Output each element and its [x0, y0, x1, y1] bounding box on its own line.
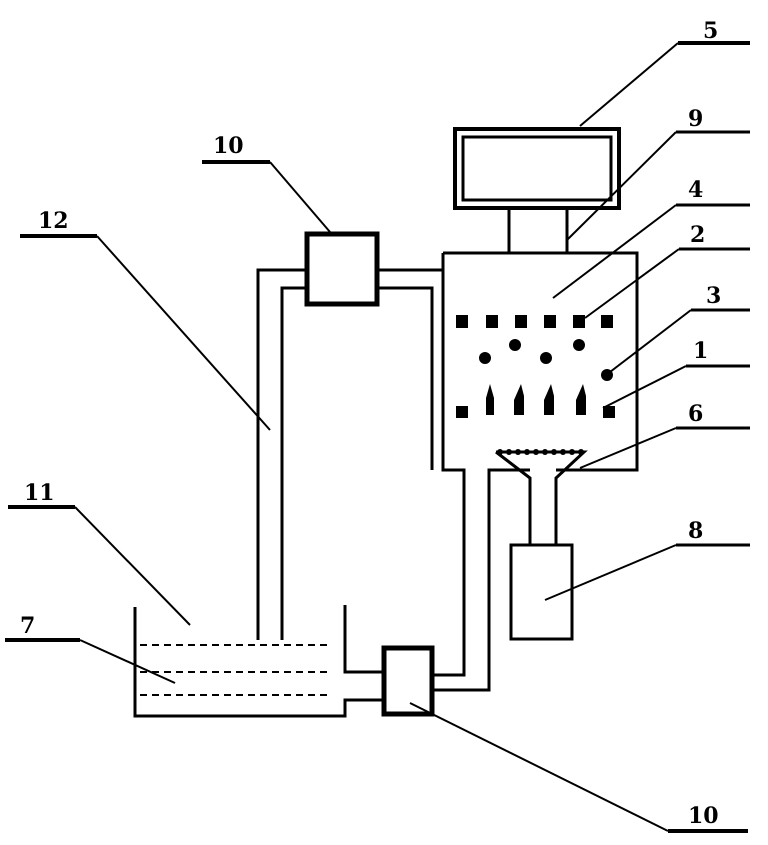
- labels: 5 9 4 2 3 1 6 8 10 12 11 7 10: [20, 18, 721, 829]
- component-3-marker: [479, 352, 491, 364]
- component-1-nozzle: [544, 384, 554, 415]
- component-3-marker: [509, 339, 521, 351]
- label-10-top: 10: [213, 133, 244, 159]
- component-6-funnel: [495, 450, 588, 545]
- label-5: 5: [703, 18, 718, 44]
- component-8-collector: [509, 543, 574, 641]
- component-1-nozzle: [514, 384, 524, 415]
- component-7-reservoir: [133, 605, 384, 718]
- label-3: 3: [706, 283, 721, 309]
- component-4-chamber: [432, 251, 639, 692]
- component-6-dots: [497, 449, 584, 455]
- label-10-bottom: 10: [688, 803, 719, 829]
- component-2-square: [486, 315, 498, 328]
- label-1: 1: [693, 338, 708, 364]
- component-2-square: [515, 315, 527, 328]
- component-9-connector: [507, 208, 569, 253]
- component-3-marker: [573, 339, 585, 351]
- component-1-square: [456, 406, 468, 418]
- label-6: 6: [688, 401, 703, 427]
- component-2-square: [601, 315, 613, 328]
- component-2-square: [456, 315, 468, 328]
- component-2-square: [573, 315, 585, 328]
- label-2: 2: [690, 222, 705, 248]
- component-10-top-pump: [304, 231, 380, 307]
- component-3-marker: [540, 352, 552, 364]
- label-9: 9: [688, 106, 703, 132]
- component-1-nozzle: [576, 384, 586, 415]
- label-8: 8: [688, 518, 703, 544]
- component-10-bottom-pump: [381, 645, 435, 717]
- label-12: 12: [38, 208, 69, 234]
- chamber-elements: [456, 315, 615, 455]
- label-4: 4: [688, 177, 703, 203]
- component-1-nozzle: [486, 384, 494, 415]
- component-1-square: [603, 406, 615, 418]
- upper-pipe: [377, 268, 443, 470]
- label-11: 11: [24, 480, 55, 506]
- component-12-pipe: [256, 268, 307, 640]
- leader-lines: [5, 41, 750, 833]
- component-5-box: [453, 127, 621, 210]
- label-7: 7: [20, 613, 35, 639]
- component-2-square: [544, 315, 556, 328]
- reservoir-liquid-lines: [140, 644, 330, 696]
